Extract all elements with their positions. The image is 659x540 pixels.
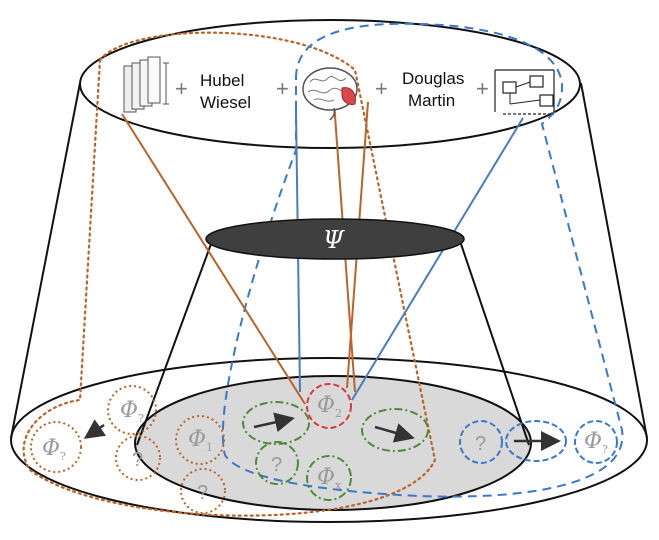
inner-left-edge xyxy=(136,243,212,446)
phi-1-base: Φ xyxy=(188,427,206,452)
psi-symbol: Ψ xyxy=(323,226,345,254)
phi-1-label: Φ1 xyxy=(188,427,213,454)
psi-ellipse xyxy=(205,218,465,260)
plus-sign-2: + xyxy=(276,76,289,101)
phi-node-q-top xyxy=(107,385,157,435)
question-orange-left-label: ? xyxy=(132,449,143,471)
label-martin: Martin xyxy=(408,91,455,110)
question-node-green xyxy=(255,441,299,485)
gray-base-ellipse xyxy=(134,375,532,511)
phi-2-label: Φ2 xyxy=(317,393,342,420)
label-wiesel: Wiesel xyxy=(200,93,251,112)
label-hubel: Hubel xyxy=(200,71,244,90)
plus-sign-4: + xyxy=(476,76,489,101)
phi-node-2 xyxy=(306,383,352,429)
phi-q-left-sub: ? xyxy=(60,450,66,463)
question-node-orange-left xyxy=(115,435,161,481)
phi-node-q-right xyxy=(574,420,618,464)
phi-q-top-base: Φ xyxy=(120,398,138,423)
question-green-label: ? xyxy=(271,454,282,476)
phi-q-top-sub: ? xyxy=(138,412,144,425)
green-node-arrow-left xyxy=(242,401,310,445)
orange-dotted-region xyxy=(22,31,437,517)
phi-node-q-left xyxy=(30,421,82,473)
blue-node-arrow xyxy=(505,420,567,462)
question-orange-bottom-label: ? xyxy=(197,482,208,504)
plus-sign-3: + xyxy=(375,76,388,101)
canonical-circuit-diagram-icon xyxy=(494,69,555,115)
blue-dashed-region xyxy=(221,22,624,498)
phi-node-x xyxy=(306,455,352,501)
cortical-column-stack-icon xyxy=(123,56,169,113)
blue-line-circuit xyxy=(351,117,524,401)
phi-2-sub: 2 xyxy=(335,407,342,420)
phi-q-right-base: Φ xyxy=(584,429,602,454)
phi-q-right-sub: ? xyxy=(602,443,608,456)
orange-line-columns-to-phi2 xyxy=(121,113,306,405)
question-blue-label: ? xyxy=(475,433,486,455)
phi-q-left-label: Φ? xyxy=(42,436,66,463)
question-node-blue xyxy=(459,420,503,464)
phi-x-base: Φ xyxy=(317,465,335,490)
phi-2-base: Φ xyxy=(317,393,335,418)
phi-1-sub: 1 xyxy=(206,441,213,454)
phi-x-sub: x xyxy=(335,479,342,492)
phi-node-1 xyxy=(175,415,225,465)
inner-right-edge xyxy=(460,243,530,446)
arrow-green-right xyxy=(374,423,415,443)
brain-icon xyxy=(302,67,358,121)
outer-left-edge xyxy=(10,82,81,439)
phi-q-top-label: Φ? xyxy=(120,398,144,425)
green-node-arrow-right xyxy=(361,408,429,452)
phi-q-right-label: Φ? xyxy=(584,429,608,456)
phi-x-label: Φx xyxy=(317,465,342,492)
outer-right-edge xyxy=(580,82,648,439)
plus-sign-1: + xyxy=(175,76,188,101)
label-douglas: Douglas xyxy=(402,69,464,88)
question-node-orange-bottom xyxy=(180,468,226,514)
arrow-green-left xyxy=(253,412,295,433)
phi-q-left-base: Φ xyxy=(42,436,60,461)
arrow-to-phi-q-left xyxy=(83,419,107,439)
